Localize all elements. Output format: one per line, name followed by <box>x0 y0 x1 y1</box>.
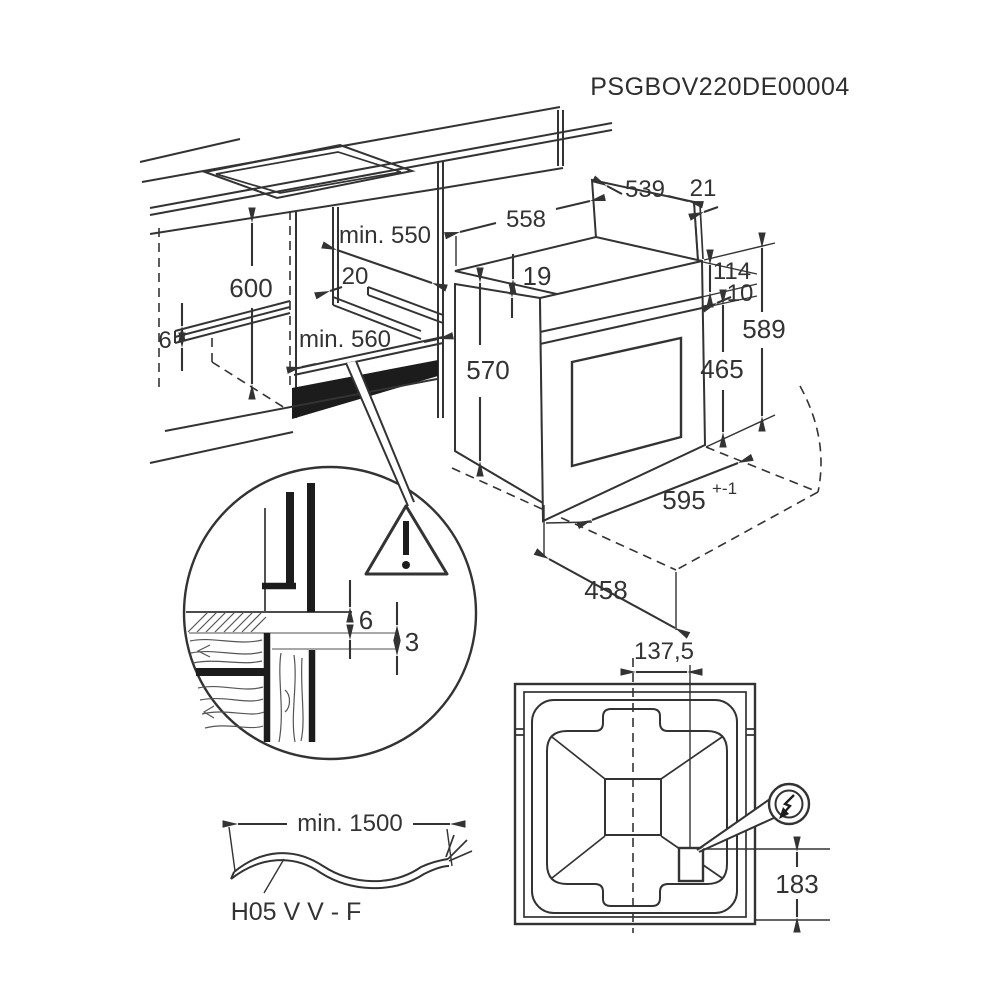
dim-top-inset: 19 <box>508 254 552 318</box>
hob-cutout-outer <box>201 143 416 200</box>
dim-bottom-depth-label: 458 <box>584 575 627 605</box>
dim-front-width-tolerance: +-1 <box>712 479 737 498</box>
dim-body-height-label: 570 <box>466 355 509 385</box>
dim-top-inset-label: 19 <box>523 261 552 291</box>
dim-cable-length: min. 1500 <box>222 810 466 872</box>
dim-front-width: 595 +-1 <box>545 453 754 530</box>
dim-panel-gap-label: 10 <box>727 280 754 307</box>
rear-embossed-pattern <box>546 708 728 907</box>
dim-control-panel-height: 114 <box>701 249 758 308</box>
detail-circle <box>182 465 478 761</box>
dim-niche-width: min. 560 <box>286 326 454 374</box>
dim-total-height-label: 589 <box>742 314 785 344</box>
dim-body-width-label: 558 <box>506 206 546 233</box>
rear-view-figure: 137,5 183 <box>513 638 830 933</box>
cabinet-cutaway-view: 600 min. 550 20 min. 560 6 <box>139 106 613 464</box>
rear-panel <box>531 699 738 914</box>
dim-rail-thickness-label: 6 <box>158 327 171 354</box>
dim-body-height: 570 <box>466 267 510 477</box>
dim-terminal-offset-x-label: 137,5 <box>634 638 694 665</box>
dim-back-inset: 21 <box>688 175 719 221</box>
dim-niche-depth: min. 550 <box>321 222 448 292</box>
drawing-code: PSGBOV220DE00004 <box>590 73 850 101</box>
dim-door-height: 465 <box>700 289 776 448</box>
oven-dimension-view: 558 539 21 19 114 10 <box>444 175 822 639</box>
cable-wire-ends <box>445 834 473 862</box>
rear-outer-frame <box>513 682 757 926</box>
dim-wall-thickness-label: 20 <box>342 263 369 290</box>
dim-control-panel-height-label: 114 <box>713 258 751 285</box>
dim-detail-bottom-gap-label: 3 <box>405 627 419 657</box>
dim-terminal-offset-y-label: 183 <box>775 869 818 899</box>
power-cable-figure: min. 1500 H05 V V - F <box>222 810 473 926</box>
dim-niche-depth-label: min. 550 <box>339 222 431 249</box>
oven-door-window <box>570 336 683 468</box>
dim-terminal-offset-x: 137,5 <box>620 638 703 676</box>
dim-niche-height: 600 <box>229 207 273 400</box>
side-rail-strip <box>174 300 291 344</box>
dim-bottom-depth: 458 <box>533 505 691 639</box>
mounting-detail-callout: 6 3 <box>182 360 478 761</box>
dim-total-height: 589 <box>703 232 786 432</box>
dim-terminal-offset-y: 183 <box>703 836 830 933</box>
dim-back-inset-label: 21 <box>690 175 717 202</box>
electrical-connection-icon <box>696 782 811 853</box>
dim-back-width-label: 539 <box>625 176 665 203</box>
dim-body-width: 558 <box>444 193 606 266</box>
dim-panel-gap: 10 <box>701 280 754 313</box>
dim-front-width-label: 595 <box>662 485 705 515</box>
dim-detail-top-gap-label: 6 <box>359 605 373 635</box>
dim-wall-thickness: 20 <box>314 263 369 300</box>
dim-rail-thickness: 6 <box>158 303 186 371</box>
hob-cutout-inner <box>215 151 402 194</box>
dim-niche-width-label: min. 560 <box>299 326 391 353</box>
dim-niche-height-label: 600 <box>229 273 272 303</box>
dim-detail-top-gap: 6 <box>346 580 373 659</box>
dim-cable-length-label: min. 1500 <box>297 810 402 837</box>
dim-door-height-label: 465 <box>700 354 743 384</box>
cable-type-label: H05 V V - F <box>231 898 362 926</box>
oven-side-face <box>454 282 545 505</box>
power-cable-drawing <box>230 834 473 890</box>
dim-back-width: 539 <box>591 175 704 209</box>
rear-inner-frame <box>523 691 747 918</box>
terminal-box <box>677 846 705 883</box>
warning-icon <box>364 504 449 576</box>
dim-detail-bottom-gap: 3 <box>393 602 419 675</box>
